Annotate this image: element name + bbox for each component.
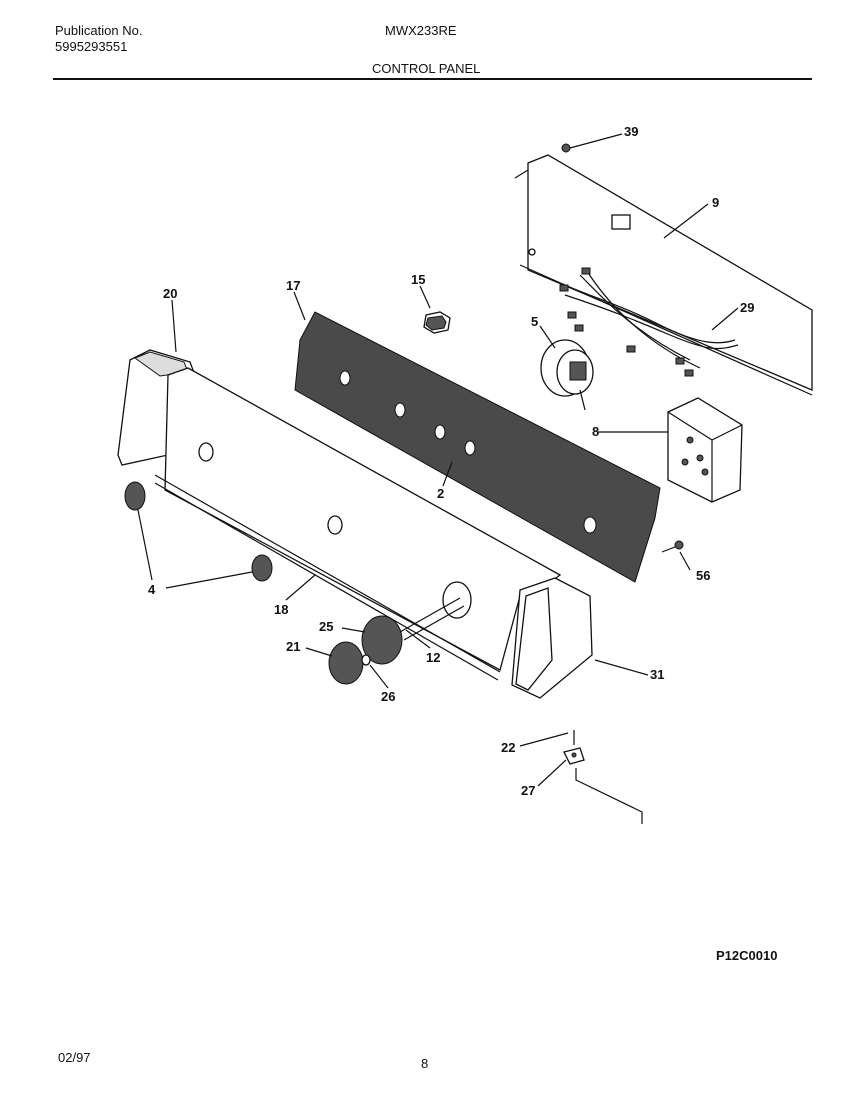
callout-25: 25 bbox=[319, 619, 333, 634]
callout-17: 17 bbox=[286, 278, 300, 293]
model-number: MWX233RE bbox=[385, 23, 457, 38]
callout-31: 31 bbox=[650, 667, 664, 682]
callout-27: 27 bbox=[521, 783, 535, 798]
callout-labels: 39 9 29 20 17 15 5 8 2 4 56 18 25 21 12 … bbox=[148, 124, 754, 798]
callout-20: 20 bbox=[163, 286, 177, 301]
callout-12: 12 bbox=[426, 650, 440, 665]
page-number: 8 bbox=[421, 1056, 429, 1071]
callout-39: 39 bbox=[624, 124, 638, 139]
knobs bbox=[124, 481, 273, 582]
leader-lines bbox=[137, 133, 739, 787]
right-end-cap bbox=[511, 577, 593, 699]
console bbox=[154, 367, 562, 681]
callout-4: 4 bbox=[148, 582, 156, 597]
wiring-harness bbox=[559, 267, 739, 377]
callout-18: 18 bbox=[274, 602, 288, 617]
retaining-clip bbox=[563, 730, 643, 824]
control-board bbox=[294, 311, 661, 583]
section-title: CONTROL PANEL bbox=[372, 61, 481, 76]
timer-knob-stack bbox=[328, 597, 465, 685]
callout-5: 5 bbox=[531, 314, 538, 329]
callout-9: 9 bbox=[712, 195, 719, 210]
callout-8: 8 bbox=[592, 424, 599, 439]
figure-code: P12C0010 bbox=[716, 948, 778, 963]
callout-21: 21 bbox=[286, 639, 300, 654]
selector-switch-box bbox=[667, 397, 743, 503]
callout-26: 26 bbox=[381, 689, 395, 704]
callout-2: 2 bbox=[437, 486, 444, 501]
timer bbox=[540, 339, 594, 411]
publication-number: 5995293551 bbox=[55, 39, 128, 54]
footer-date: 02/97 bbox=[58, 1050, 91, 1065]
publication-label: Publication No. bbox=[55, 23, 143, 38]
callout-22: 22 bbox=[501, 740, 515, 755]
header-rule bbox=[53, 78, 812, 80]
rocker-switch bbox=[423, 311, 451, 334]
callout-15: 15 bbox=[411, 272, 425, 287]
callout-56: 56 bbox=[696, 568, 710, 583]
callout-29: 29 bbox=[740, 300, 754, 315]
